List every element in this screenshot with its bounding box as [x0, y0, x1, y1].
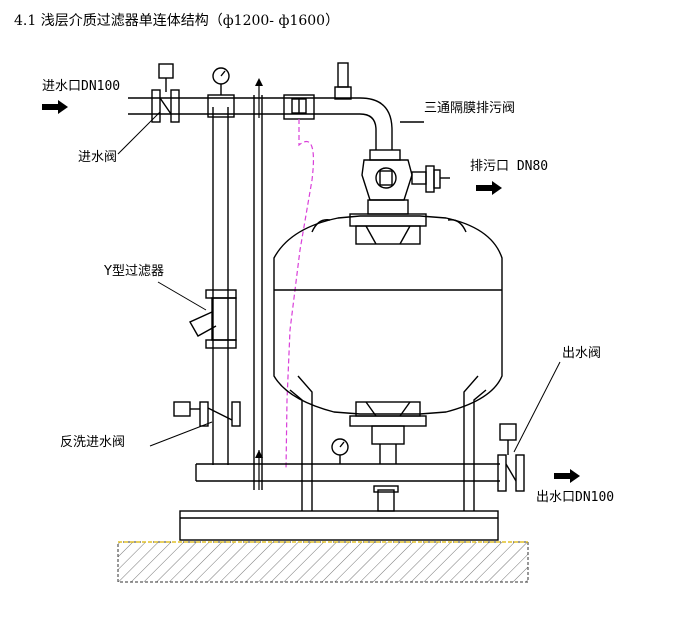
pressure-gauge-icon: [331, 438, 349, 464]
outlet-valve-label: 出水阀: [562, 346, 601, 361]
outlet-valve: [497, 423, 525, 492]
flow-arrow-icon: [42, 100, 68, 114]
flow-arrow-icon: [554, 469, 580, 483]
inlet-label: 进水口DN100: [42, 79, 120, 94]
tank-legs: [289, 375, 487, 511]
base-frame: [179, 485, 499, 541]
page-title: 4.1 浅层介质过滤器单连体结构（ф1200- ф1600）: [14, 13, 339, 29]
flow-arrow-icon: [255, 78, 263, 490]
outlet-label: 出水口DN100: [536, 490, 614, 505]
outlet-header-pipe: [195, 444, 500, 482]
y-strainer-label: Y型过滤器: [103, 264, 164, 279]
inlet-header-pipe: [128, 62, 393, 150]
flow-arrow-icon: [476, 181, 502, 195]
pressure-gauge-icon: [212, 67, 230, 95]
three-way-valve-label: 三通隔膜排污阀: [424, 101, 515, 116]
control-line: [285, 119, 315, 471]
three-way-diaphragm-valve: [361, 121, 450, 215]
inlet-valve: [151, 63, 180, 123]
drain-outlet-label: 排污口 DN80: [470, 159, 548, 174]
inlet-valve-label: 进水阀: [78, 150, 117, 165]
ground-foundation: [117, 541, 529, 583]
backwash-valve-label: 反洗进水阀: [60, 435, 125, 450]
inlet-riser-pipe: [212, 95, 263, 490]
y-strainer: [189, 289, 237, 349]
filter-tank: [273, 213, 503, 445]
backwash-inlet-valve: [173, 401, 241, 427]
